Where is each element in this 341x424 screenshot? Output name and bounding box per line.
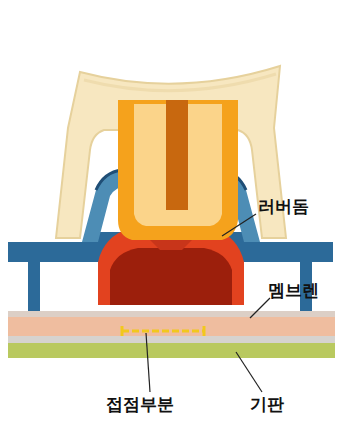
leader-line	[146, 333, 150, 392]
contact-cap	[121, 326, 124, 336]
spacer-layer	[8, 336, 335, 343]
rubber-dome-base	[8, 232, 333, 311]
part-label: 접점부분	[106, 394, 174, 414]
membrane-top-layer	[8, 311, 335, 317]
leader-line	[222, 214, 256, 236]
dome-plunger	[110, 248, 232, 305]
leader-line	[250, 298, 270, 318]
part-label: 기판	[250, 394, 284, 414]
contact-line	[122, 330, 204, 333]
keycap-stem	[118, 100, 238, 240]
substrate-layer	[8, 343, 335, 358]
part-label: 멤브렌	[268, 280, 319, 300]
part-label: 러버돔	[258, 196, 309, 216]
contact-cap	[203, 326, 206, 336]
keycap	[56, 66, 286, 238]
leader-line	[236, 352, 262, 392]
membrane-layer	[8, 317, 335, 336]
keycap-shading	[84, 74, 276, 91]
center-post	[166, 100, 188, 210]
